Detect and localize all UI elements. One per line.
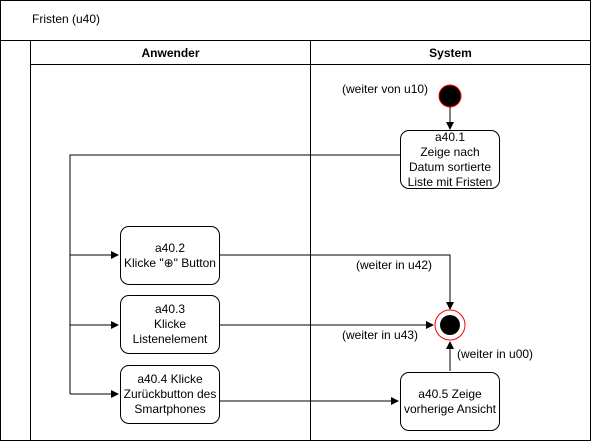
- diagram-title: Fristen (u40): [32, 12, 101, 26]
- node-a40-1: a40.1 Zeige nach Datum sortierte Liste m…: [400, 130, 500, 189]
- node-a40-2-label: a40.2 Klicke "⊕" Button: [124, 240, 216, 270]
- edge-a40-1-branch: [69, 154, 400, 394]
- end-node-inner: [440, 315, 460, 335]
- annotation-start: (weiter von u10): [342, 82, 429, 96]
- start-node: [439, 85, 461, 107]
- annotation-to-u42: (weiter in u42): [356, 258, 433, 272]
- lane-system-label: System: [429, 46, 472, 60]
- node-a40-4-label: a40.4 Klicke Zurückbutton des Smartphone…: [123, 372, 217, 416]
- edge-a40-2-end: [220, 254, 454, 310]
- node-a40-5-label: a40.5 Zeige vorherige Ansicht: [403, 386, 497, 416]
- node-a40-3-label: a40.3 Klicke Listenelement: [132, 302, 208, 346]
- annotation-to-u00: (weiter in u00): [457, 347, 534, 361]
- node-a40-1-label: a40.1 Zeige nach Datum sortierte Liste m…: [407, 129, 493, 189]
- lane-user-label: Anwender: [141, 46, 200, 60]
- node-a40-2: a40.2 Klicke "⊕" Button: [120, 226, 220, 285]
- node-a40-5: a40.5 Zeige vorherige Ansicht: [400, 372, 500, 431]
- node-a40-4: a40.4 Klicke Zurückbutton des Smartphone…: [120, 365, 220, 424]
- node-a40-3: a40.3 Klicke Listenelement: [120, 295, 220, 354]
- annotation-to-u43: (weiter in u43): [342, 328, 419, 342]
